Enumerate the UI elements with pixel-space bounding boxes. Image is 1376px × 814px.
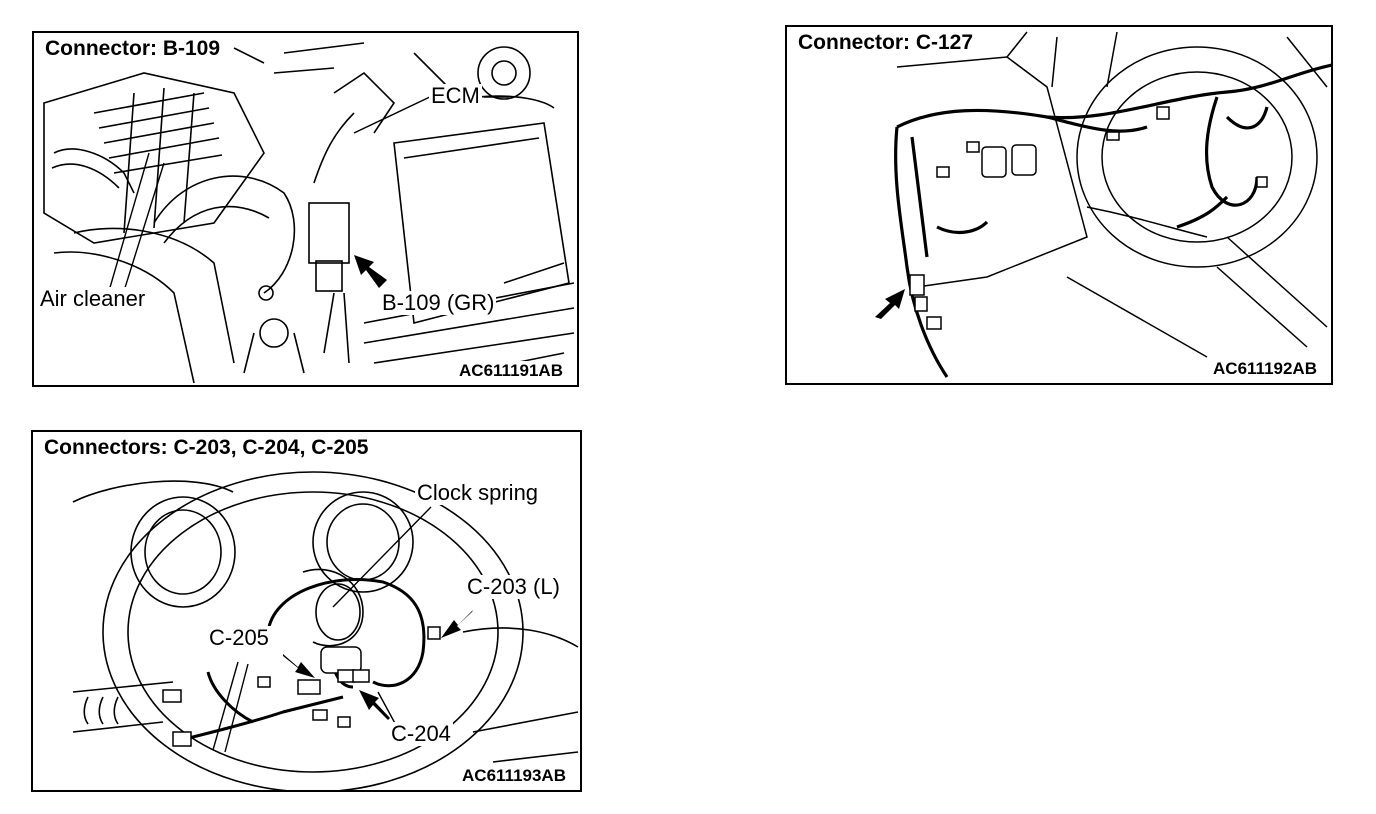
panel-title: Connector: C-127 (795, 31, 977, 55)
dash-harness-drawing (875, 31, 1331, 378)
c204-label: C-204 (389, 721, 453, 746)
clock-spring-label: Clock spring (415, 480, 541, 505)
panel-title: Connector: B-109 (42, 37, 224, 61)
steering-wheel-drawing (72, 471, 579, 790)
diagram-panel-c203-c204-c205: Connectors: C-203, C-204, C-205 Clock sp… (31, 430, 582, 792)
air-cleaner-label: Air cleaner (38, 286, 148, 311)
connector-label: B-109 (GR) (380, 290, 497, 315)
c203-label: C-203 (L) (465, 574, 562, 599)
diagram-panel-c127: Connector: C-127 AC611192AB (785, 25, 1333, 385)
ecm-label: ECM (429, 83, 482, 108)
figure-code: AC611192AB (1211, 359, 1319, 379)
diagram-panel-b109: Connector: B-109 ECM Air cleaner B-109 (… (32, 31, 579, 387)
panel-title: Connectors: C-203, C-204, C-205 (41, 436, 372, 460)
c205-label: C-205 (207, 625, 271, 650)
figure-code: AC611191AB (457, 361, 565, 381)
engine-bay-drawing (43, 42, 575, 384)
figure-code: AC611193AB (460, 766, 568, 786)
